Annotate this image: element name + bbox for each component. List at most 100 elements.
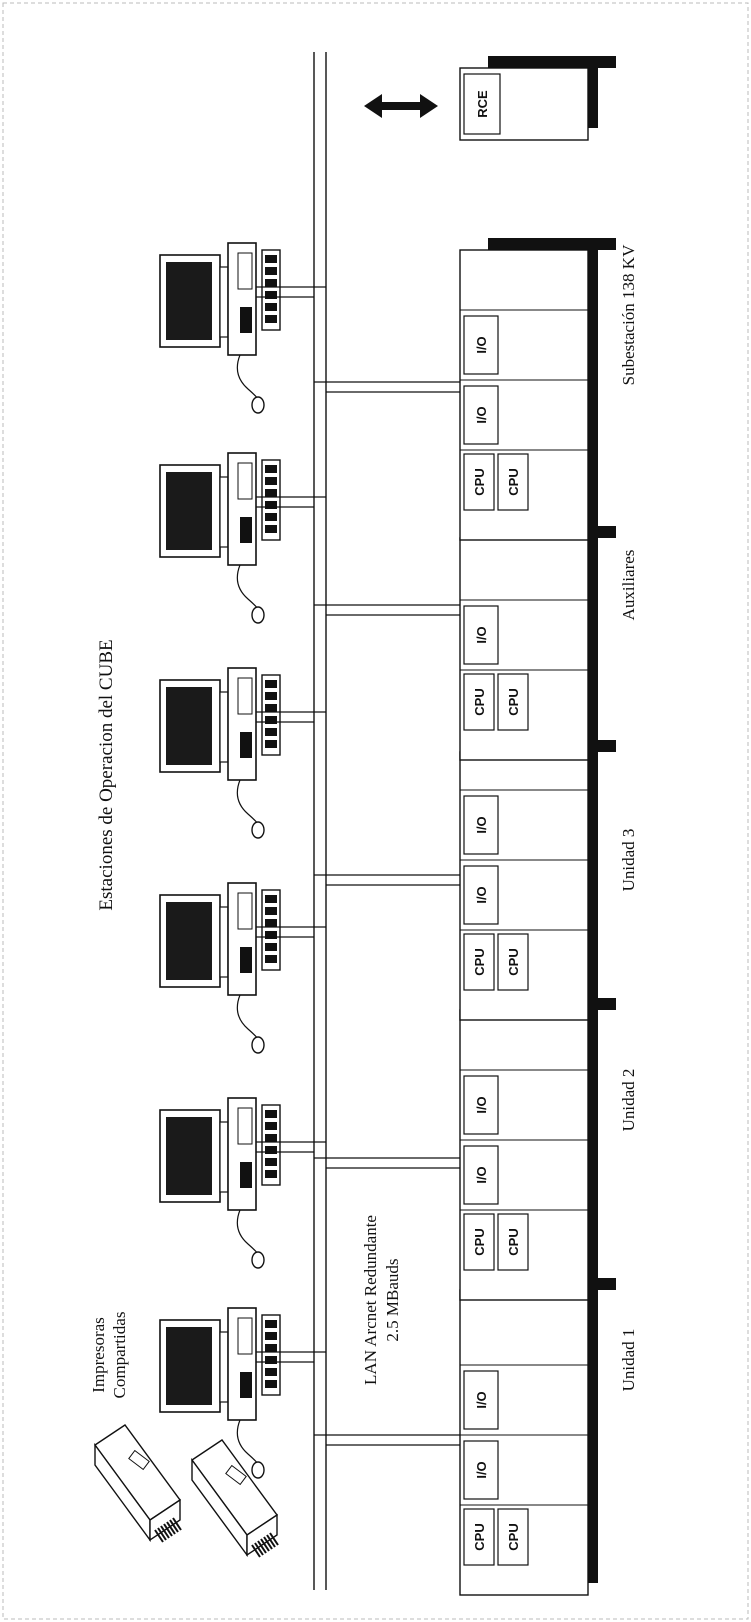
keyboard-keys xyxy=(265,525,277,533)
io-module xyxy=(463,1145,499,1205)
keyboard-keys xyxy=(265,1122,277,1130)
printer-paper-feed xyxy=(254,1542,264,1556)
cpu-module-label: CPU xyxy=(506,948,521,975)
io-module-label: I/O xyxy=(474,816,489,833)
io-module xyxy=(463,1370,499,1430)
printer-icon xyxy=(191,1439,279,1558)
printer-paper-feed xyxy=(166,1521,176,1535)
keyboard-keys xyxy=(265,267,277,275)
rack-shadow-top xyxy=(488,56,616,68)
drive-slot xyxy=(240,307,252,333)
drive-slot xyxy=(240,1372,252,1398)
lan-label-line1: LAN Arcnet Redundante xyxy=(361,1215,380,1385)
io-slot xyxy=(459,1069,589,1141)
monitor-stand xyxy=(219,1331,229,1403)
mouse-icon xyxy=(251,821,265,839)
io-module-label: I/O xyxy=(474,1096,489,1113)
cpu-module xyxy=(497,1213,529,1271)
printer-side xyxy=(246,1513,278,1557)
monitor-stand xyxy=(219,476,229,548)
keyboard-keys xyxy=(265,501,277,509)
cpu-module xyxy=(497,453,529,511)
keyboard-keys xyxy=(265,728,277,736)
monitor-screen xyxy=(166,262,212,340)
printer-paper-feed xyxy=(257,1540,267,1554)
cpu-module-label: CPU xyxy=(506,1228,521,1255)
keyboard-keys xyxy=(265,1146,277,1154)
keyboard-keys xyxy=(265,255,277,263)
workstations-group xyxy=(159,242,326,1479)
mouse-icon xyxy=(251,606,265,624)
monitor-screen xyxy=(166,687,212,765)
printer-paper-feed xyxy=(163,1523,173,1537)
monitor-stand xyxy=(219,266,229,338)
workstation xyxy=(159,667,326,839)
cpu-module xyxy=(463,453,495,511)
keyboard-keys xyxy=(265,931,277,939)
io-slot xyxy=(459,789,589,861)
cpu-module-label: CPU xyxy=(472,1523,487,1550)
keyboard-keys xyxy=(265,489,277,497)
mouse-icon xyxy=(251,1461,265,1479)
cpu-module xyxy=(463,673,495,731)
workstation xyxy=(159,1097,326,1269)
cpu-module-label: CPU xyxy=(506,1523,521,1550)
keyboard-keys xyxy=(265,303,277,311)
printer-panel xyxy=(225,1464,247,1486)
rack-shadow-top xyxy=(488,238,616,250)
mouse-cable xyxy=(236,779,261,829)
mouse-icon xyxy=(251,1036,265,1054)
monitor-stand xyxy=(219,691,229,763)
io-module-label: I/O xyxy=(474,336,489,353)
keyboard-keys xyxy=(265,1134,277,1142)
cpu-module xyxy=(497,1508,529,1566)
keyboard-keys xyxy=(265,291,277,299)
monitor-screen xyxy=(166,902,212,980)
io-module xyxy=(463,1075,499,1135)
printer-side xyxy=(149,1498,181,1542)
keyboard-keys xyxy=(265,955,277,963)
cpu-module xyxy=(463,933,495,991)
io-module-label: I/O xyxy=(474,886,489,903)
workstation xyxy=(159,1307,326,1479)
lan-label-line2: 2.5 MBauds xyxy=(383,1258,402,1341)
mouse-icon xyxy=(251,396,265,414)
io-module-label: I/O xyxy=(474,1166,489,1183)
printers-group xyxy=(94,1424,279,1558)
cpu-module xyxy=(497,673,529,731)
printers-label-line2: Compartidas xyxy=(110,1312,129,1399)
monitor-stand xyxy=(219,1121,229,1193)
drive-bay xyxy=(237,252,253,290)
cpu-module xyxy=(463,1508,495,1566)
keyboard-keys xyxy=(265,1320,277,1328)
io-module-label: I/O xyxy=(474,406,489,423)
io-slot xyxy=(459,599,589,671)
printer-paper-feed xyxy=(169,1519,179,1533)
cpu-module-label: CPU xyxy=(472,948,487,975)
printers-label-line1: Impresoras xyxy=(89,1317,108,1393)
keyboard-keys xyxy=(265,315,277,323)
keyboard-keys xyxy=(265,740,277,748)
drive-slot xyxy=(240,1162,252,1188)
cpu-module xyxy=(497,933,529,991)
rce-rack: RCE xyxy=(459,56,616,141)
keyboard-keys xyxy=(265,513,277,521)
keyboard-keys xyxy=(265,477,277,485)
printer-paper-feed xyxy=(269,1532,279,1546)
io-module-label: I/O xyxy=(474,1461,489,1478)
keyboard-keys xyxy=(265,1170,277,1178)
unit-label: Unidad 1 xyxy=(619,1329,638,1392)
controller-rack: CPU CPU I/O I/O xyxy=(314,740,616,1021)
rce-module xyxy=(463,73,501,135)
mouse-cable xyxy=(236,1419,261,1469)
mouse-cable xyxy=(236,994,261,1044)
mouse-icon xyxy=(251,1251,265,1269)
drive-bay xyxy=(237,892,253,930)
monitor-screen xyxy=(166,1117,212,1195)
drive-slot xyxy=(240,732,252,758)
drive-bay xyxy=(237,677,253,715)
